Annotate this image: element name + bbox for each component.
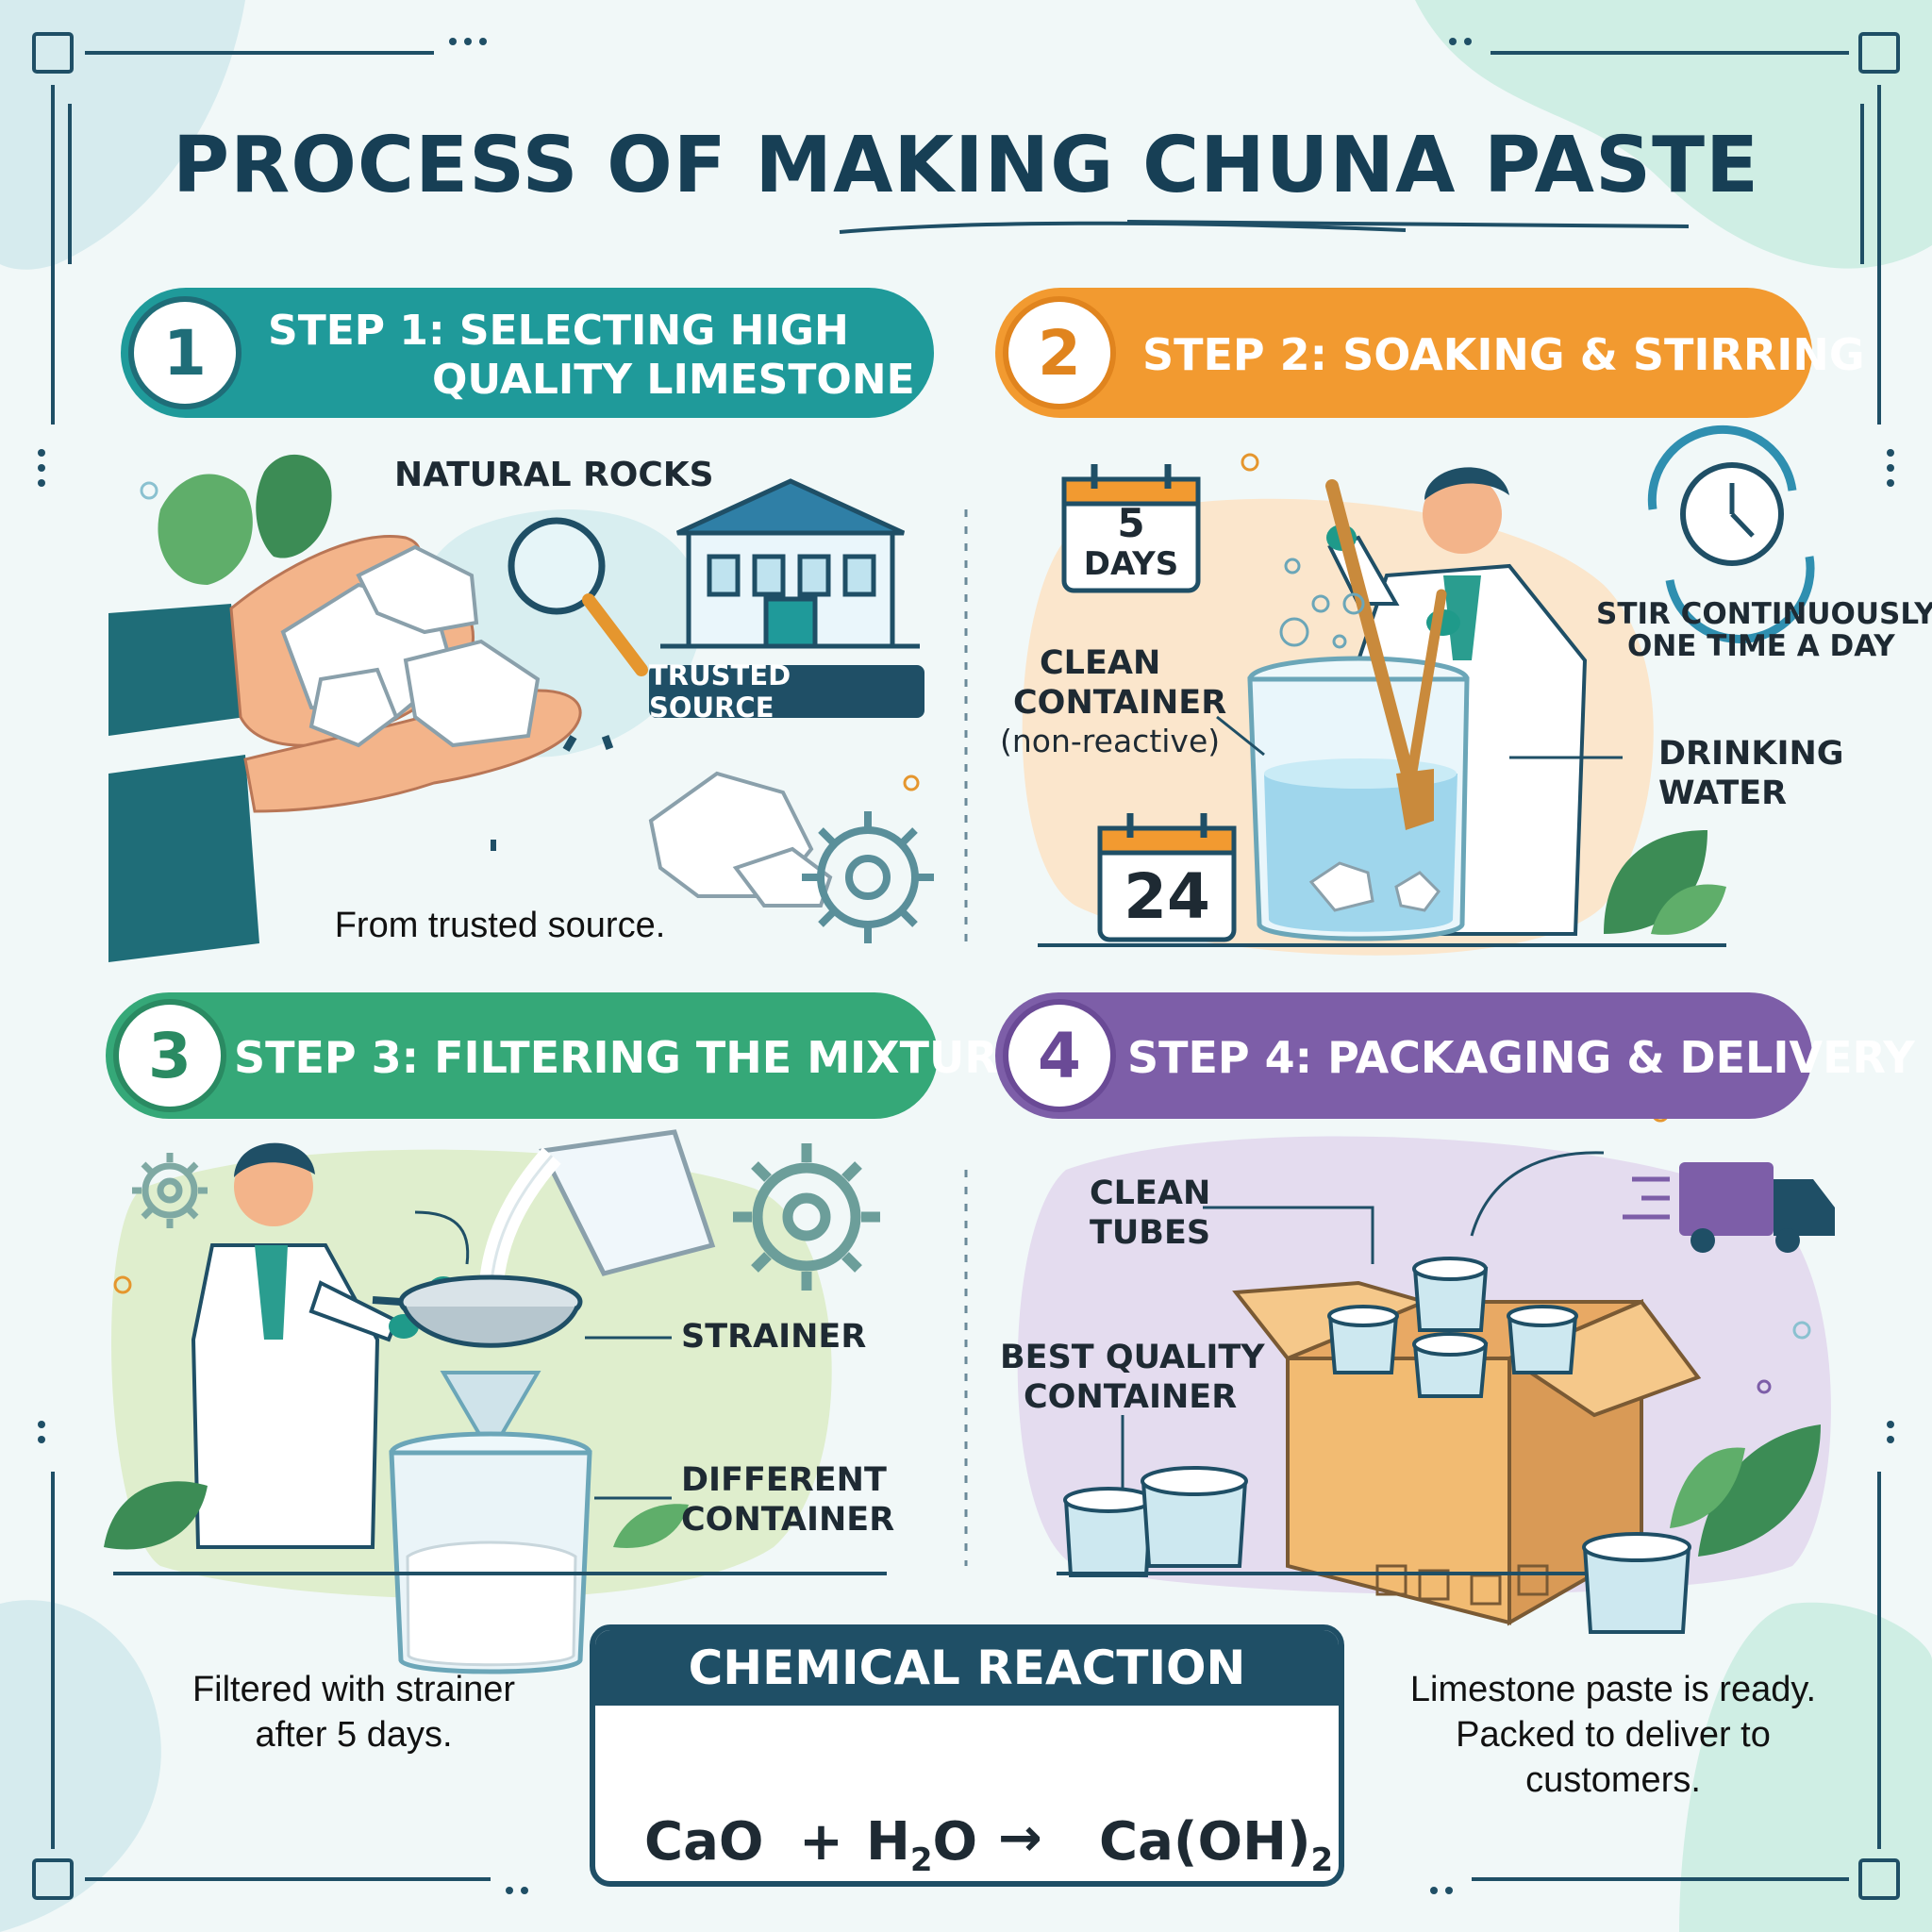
step1-caption: From trusted source. — [334, 906, 666, 945]
step2-header: 2 STEP 2: SOAKING & STIRRING — [995, 288, 1865, 418]
chemical-reaction-box: CHEMICAL REACTION — [590, 1624, 1344, 1887]
step3-caption-line1: Filtered with strainer — [192, 1670, 516, 1709]
step2-label: STEP 2: SOAKING & STIRRING — [1142, 329, 1865, 380]
reaction-term-caoh2: Ca(OH)2 — [1099, 1811, 1333, 1879]
trusted-source-badge: TRUSTED SOURCE — [649, 659, 924, 724]
natural-rocks-label: NATURAL ROCKS — [394, 456, 714, 494]
stir-label-line2: ONE TIME A DAY — [1627, 629, 1895, 663]
best-quality-line2: CONTAINER — [1024, 1378, 1238, 1416]
reaction-term-cao: CaO — [644, 1811, 764, 1873]
step3-illustration — [104, 1129, 887, 1674]
step1-number: 1 — [128, 296, 242, 409]
step4-caption-line1: Limestone paste is ready. — [1409, 1670, 1817, 1709]
clean-tubes-line2: TUBES — [1090, 1214, 1211, 1252]
step2-illustration — [1022, 425, 1815, 956]
reaction-plus: + — [799, 1811, 843, 1873]
step1-label-line1: STEP 1: SELECTING HIGH — [268, 307, 849, 355]
clean-container-line2: CONTAINER — [1013, 684, 1227, 722]
calendar-24: 24 — [1124, 860, 1210, 933]
strainer-label: STRAINER — [681, 1318, 867, 1356]
calendar-days-unit: DAYS — [1083, 545, 1179, 583]
step4-label: STEP 4: PACKAGING & DELIVERY — [1127, 1032, 1915, 1083]
step3-number: 3 — [113, 999, 226, 1112]
clean-container-line1: CLEAN — [1040, 644, 1161, 682]
calendar-days-number: 5 — [1117, 500, 1145, 546]
calendar-icon-24 — [1097, 813, 1237, 942]
step3-caption-line2: after 5 days. — [255, 1715, 453, 1755]
h2o-o: O — [932, 1811, 978, 1873]
trusted-source-building — [675, 478, 906, 649]
best-quality-line1: BEST QUALITY — [1000, 1339, 1265, 1376]
clean-tubes-line1: CLEAN — [1090, 1174, 1211, 1212]
drinking-water-line1: DRINKING — [1658, 735, 1844, 773]
clean-container-line3: (non-reactive) — [1000, 723, 1221, 759]
reaction-term-h2o: H2O — [866, 1811, 977, 1879]
stir-label-line1: STIR CONTINUOUSLY — [1596, 597, 1932, 631]
step4-header: 4 STEP 4: PACKAGING & DELIVERY — [995, 992, 1915, 1119]
scientist-filtering — [191, 1142, 458, 1549]
drinking-water-line2: WATER — [1658, 774, 1788, 812]
page-title: PROCESS OF MAKING CHUNA PASTE — [172, 121, 1760, 210]
step2-number: 2 — [1003, 296, 1116, 409]
caoh2-main: Ca(OH) — [1099, 1811, 1311, 1873]
step3-header: 3 STEP 3: FILTERING THE MIXTURE — [106, 992, 1027, 1119]
step4-caption-line2: Packed to deliver to — [1456, 1715, 1771, 1755]
frame — [32, 32, 1900, 1900]
h2o-h: H — [866, 1811, 910, 1873]
calendar-icon-days — [1061, 464, 1201, 593]
different-container-line1: DIFFERENT — [681, 1461, 887, 1499]
step3-label: STEP 3: FILTERING THE MIXTURE — [234, 1032, 1028, 1083]
chemical-reaction-heading: CHEMICAL REACTION — [595, 1630, 1339, 1706]
step1-illustration — [108, 454, 934, 962]
caoh2-subscript: 2 — [1310, 1841, 1334, 1880]
delivery-truck-icon — [1623, 1162, 1835, 1253]
step4-caption-line3: customers. — [1525, 1760, 1701, 1800]
clock-icon — [1647, 425, 1815, 644]
h2o-subscript: 2 — [909, 1841, 933, 1880]
step1-label-line2: QUALITY LIMESTONE — [432, 356, 915, 404]
step4-number: 4 — [1003, 999, 1116, 1112]
clean-container — [1247, 656, 1470, 941]
step1-header: 1 STEP 1: SELECTING HIGH QUALITY LIMESTO… — [121, 288, 934, 418]
different-container-line2: CONTAINER — [681, 1501, 895, 1539]
reaction-arrow: → — [998, 1807, 1042, 1869]
step4-illustration — [1017, 1104, 1835, 1634]
